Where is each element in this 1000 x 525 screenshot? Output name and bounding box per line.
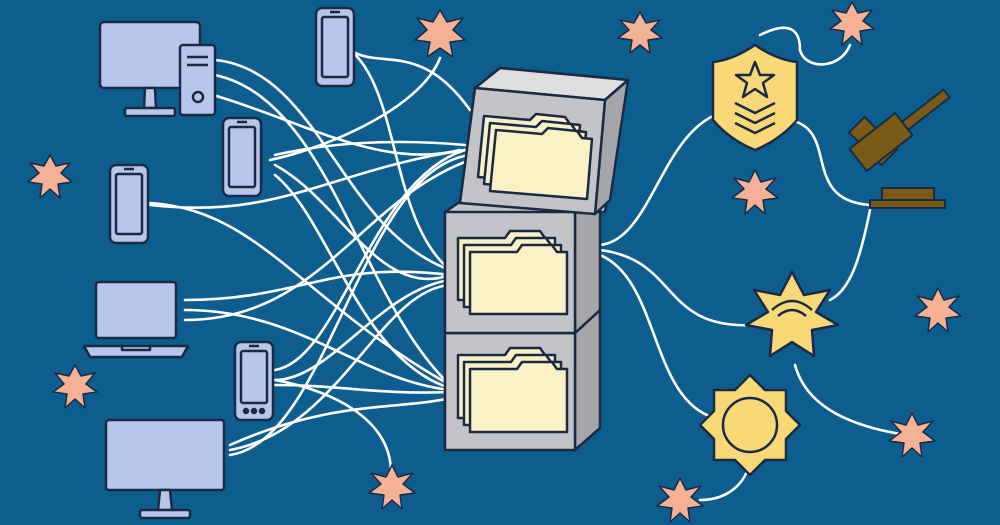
smartphone-icon [233,340,275,422]
spark-burst-icon [731,169,779,215]
spark-burst-icon [368,464,416,510]
desktop-computer-icon [98,20,217,118]
laptop-icon [82,280,190,359]
spark-burst-icon [414,9,466,58]
folder-stack-icon [456,346,569,434]
file-storage-box-icon [443,193,602,335]
spark-burst-icon [27,154,73,199]
spark-burst-icon [52,364,98,409]
spark-burst-icon [914,287,962,333]
smartphone-icon [108,163,150,245]
police-badge-icon [711,43,799,152]
folder-stack-icon [456,229,569,316]
file-storage-box-icon [458,66,630,216]
gavel-icon [847,88,951,209]
smartphone-icon [221,116,263,198]
spark-burst-icon [888,412,936,458]
spark-burst-icon [617,11,663,54]
sheriff-star-icon [744,270,840,358]
smartphone-icon [314,6,356,88]
sun-badge-icon [698,373,802,477]
spark-burst-icon [656,477,704,523]
device-connection-lines [148,48,472,487]
file-storage-stack [443,66,630,452]
file-storage-box-icon [443,308,602,452]
spark-burst-icon [829,1,875,46]
folder-stack-icon [476,112,594,201]
monitor-icon [104,418,226,520]
spark-bursts [27,1,962,523]
authority-connection-lines [598,26,907,502]
